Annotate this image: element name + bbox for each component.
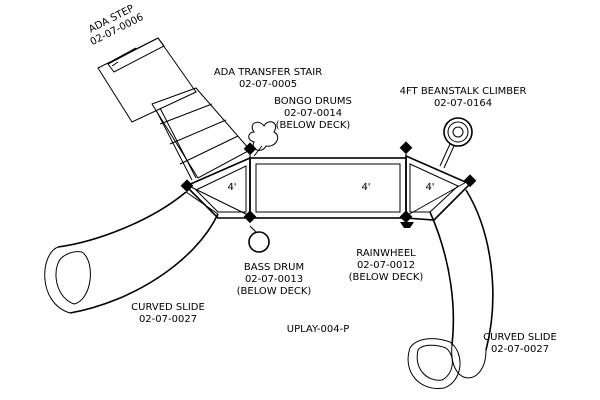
curved-slide-right-name: CURVED SLIDE	[483, 332, 557, 343]
curved-slide-right	[407, 189, 494, 389]
bongo-drums-note: (BELOW DECK)	[276, 120, 351, 131]
bongo-drums-name: BONGO DRUMS	[274, 96, 352, 107]
ada-transfer-stair	[151, 87, 251, 181]
bass-drum-note: (BELOW DECK)	[237, 286, 312, 297]
curved-slide-left-name: CURVED SLIDE	[131, 302, 205, 313]
bass-drum-name: BASS DRUM	[244, 262, 304, 273]
curved-slide-right-part: 02-07-0027	[491, 344, 549, 355]
rainwheel	[400, 222, 414, 228]
deck-center	[249, 157, 407, 219]
beanstalk-climber-part: 02-07-0164	[434, 98, 492, 109]
bass-drum	[248, 225, 270, 253]
beanstalk-climber	[439, 117, 473, 169]
plan-number: UPLAY-004-P	[287, 324, 349, 335]
deck-left-dimension: 4'	[227, 182, 236, 193]
bass-drum-part: 02-07-0013	[245, 274, 303, 285]
bongo-drums	[248, 121, 279, 157]
bongo-drums-part: 02-07-0014	[284, 108, 342, 119]
curved-slide-left-part: 02-07-0027	[139, 314, 197, 325]
ada-transfer-stair-part: 02-07-0005	[239, 79, 297, 90]
deck-rails	[186, 147, 471, 217]
rainwheel-name: RAINWHEEL	[356, 248, 416, 259]
curved-slide-left	[44, 191, 219, 314]
beanstalk-climber-name: 4FT BEANSTALK CLIMBER	[400, 86, 527, 97]
ada-transfer-stair-name: ADA TRANSFER STAIR	[214, 67, 322, 78]
ada-step	[97, 37, 197, 123]
deck-center-dimension: 4'	[361, 182, 370, 193]
rainwheel-part: 02-07-0012	[357, 260, 415, 271]
rainwheel-note: (BELOW DECK)	[349, 272, 424, 283]
deck-right	[405, 154, 472, 221]
deck-right-dimension: 4'	[425, 182, 434, 193]
